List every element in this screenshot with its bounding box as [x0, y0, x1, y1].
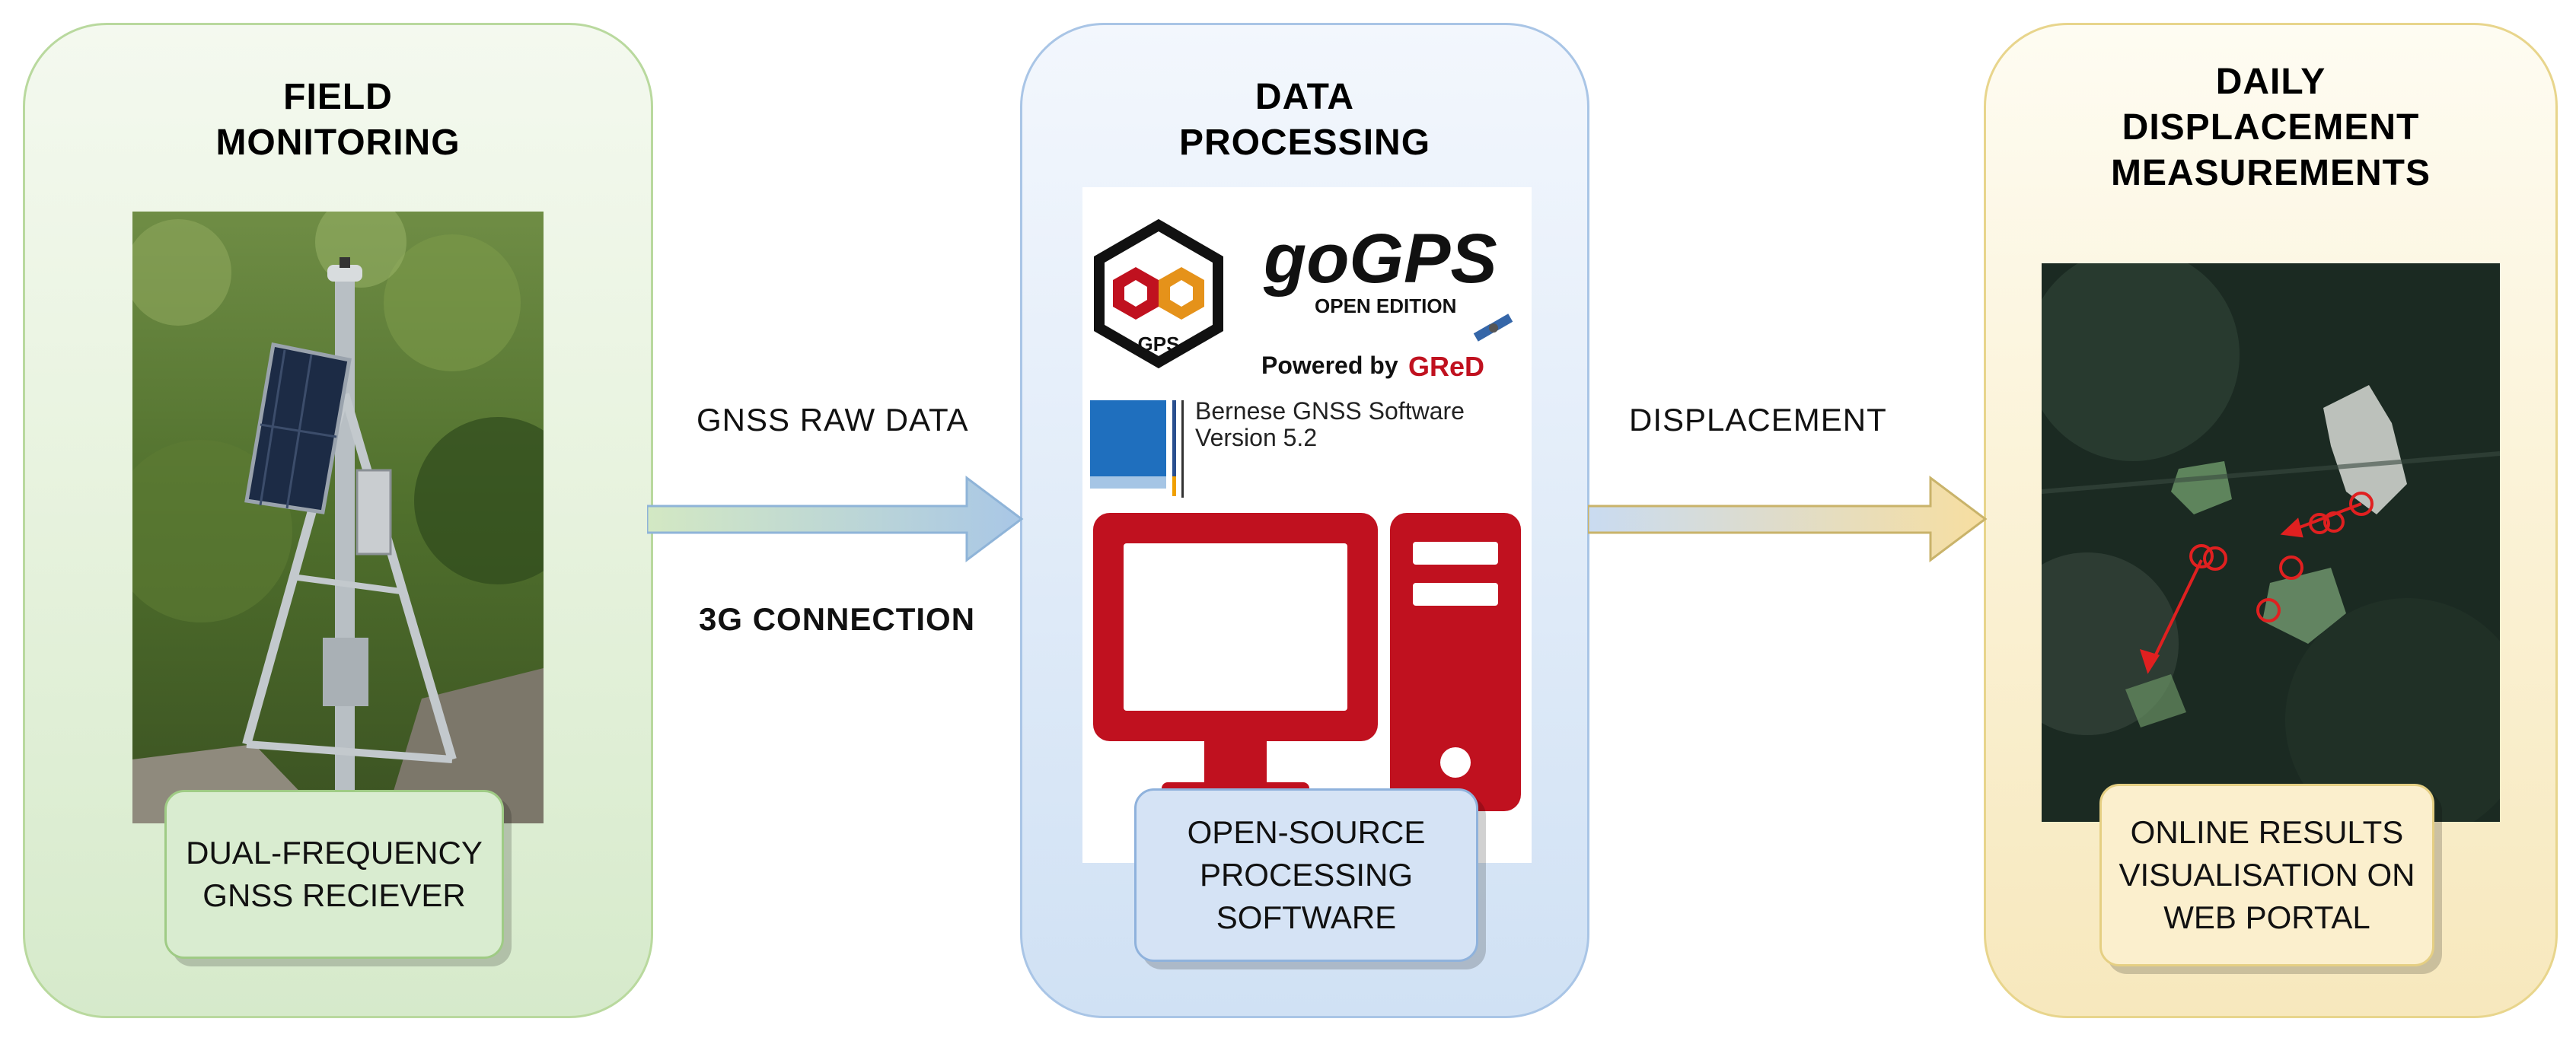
- bernese-version: Version 5.2: [1195, 424, 1317, 451]
- daily-displacement-title: DAILY DISPLACEMENT MEASUREMENTS: [1986, 59, 2555, 196]
- gogps-badge-text: GPS: [1138, 333, 1180, 355]
- data-processing-title: DATA PROCESSING: [1022, 75, 1587, 166]
- bernese-logo-icon: [1090, 400, 1184, 498]
- title-line: PROCESSING: [1178, 123, 1431, 163]
- box-label-line: GNSS RECIEVER: [202, 877, 466, 913]
- title-line: MONITORING: [215, 123, 461, 163]
- gnss-receiver-label-box: DUAL-FREQUENCY GNSS RECIEVER: [164, 790, 504, 959]
- gnss-station-photo: [132, 212, 544, 823]
- satellite-icon: [1473, 314, 1513, 342]
- title-line: MEASUREMENTS: [2110, 153, 2431, 193]
- title-line: FIELD: [283, 77, 393, 117]
- box-label-line: PROCESSING: [1199, 857, 1414, 893]
- web-portal-label-box: ONLINE RESULTS VISUALISATION ON WEB PORT…: [2099, 784, 2434, 966]
- box-label-line: DUAL-FREQUENCY: [186, 835, 483, 871]
- raw-data-arrow: [647, 476, 1024, 562]
- gnss-raw-data-label: GNSS RAW DATA: [697, 402, 969, 438]
- box-label-line: SOFTWARE: [1216, 899, 1397, 935]
- title-line: DISPLACEMENT: [2122, 107, 2420, 148]
- computer-icon: [1093, 513, 1521, 811]
- powered-by-text: Powered by: [1261, 352, 1398, 379]
- box-label-line: OPEN-SOURCE: [1187, 814, 1426, 850]
- title-line: DAILY: [2215, 62, 2326, 102]
- field-monitoring-title: FIELD MONITORING: [25, 75, 651, 166]
- processing-software-label-box: OPEN-SOURCE PROCESSING SOFTWARE: [1134, 788, 1478, 962]
- box-label-line: VISUALISATION ON: [2119, 857, 2415, 893]
- displacement-markers: [2139, 492, 2374, 674]
- box-label-line: ONLINE RESULTS: [2130, 814, 2404, 850]
- 3g-connection-label: 3G CONNECTION: [699, 601, 976, 637]
- title-line: DATA: [1255, 77, 1355, 117]
- box-label-line: WEB PORTAL: [2163, 899, 2370, 935]
- displacement-label: DISPLACEMENT: [1629, 402, 1887, 438]
- displacement-map-image: [2042, 263, 2500, 822]
- bernese-title: Bernese GNSS Software: [1195, 397, 1465, 425]
- displacement-arrow: [1588, 476, 1988, 562]
- software-logos: GPS goGPS OPEN EDITION Powered by GReD B…: [1090, 218, 1521, 811]
- gogps-logo-icon: GPS: [1094, 218, 1223, 369]
- gogps-subtitle: OPEN EDITION: [1315, 294, 1456, 317]
- gred-logo-text: GReD: [1408, 351, 1484, 382]
- gogps-title: goGPS: [1263, 220, 1497, 298]
